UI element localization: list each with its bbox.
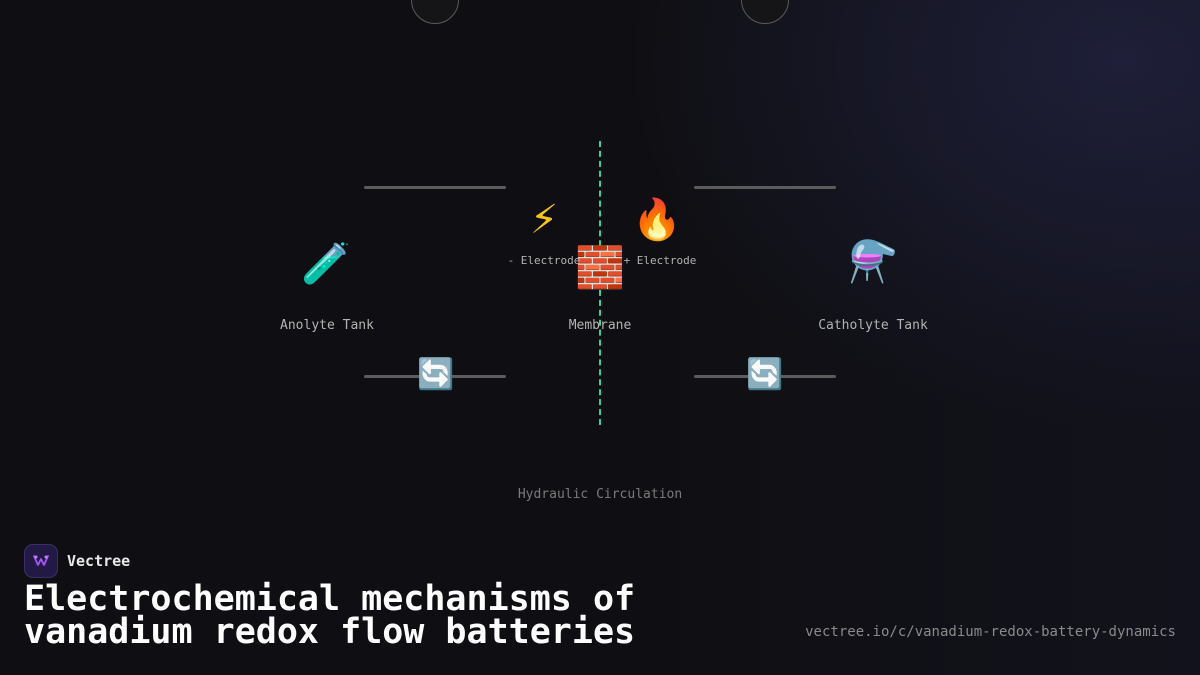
pipe-bottom-left: [364, 375, 506, 378]
cycle-arrows-icon: 🔄: [746, 357, 784, 392]
brand: Vectree: [24, 544, 130, 578]
pipe-top-left: [364, 186, 506, 189]
positive-electrode-label: + Electrode: [623, 254, 697, 267]
flask-icon: ⚗️: [848, 239, 898, 285]
top-left-terminal: [411, 0, 459, 24]
anolyte-tank-label: Anolyte Tank: [280, 318, 374, 333]
pipe-top-right: [694, 186, 836, 189]
brick-wall-icon: 🧱: [575, 245, 625, 291]
brand-name: Vectree: [67, 552, 131, 570]
diagram-caption: Hydraulic Circulation: [517, 487, 683, 502]
cycle-arrows-icon: 🔄: [417, 357, 455, 392]
source-url: vectree.io/c/vanadium-redox-battery-dyna…: [805, 624, 1176, 640]
negative-electrode-label: - Electrode: [507, 254, 581, 267]
vectree-logo-icon: [24, 544, 58, 578]
top-right-terminal: [741, 0, 789, 24]
page-title: Electrochemical mechanisms of vanadium r…: [24, 579, 636, 652]
membrane-dashed-line: [599, 141, 601, 425]
lightning-icon: ⚡: [529, 197, 559, 243]
test-tube-icon: 🧪: [301, 241, 351, 287]
catholyte-tank-label: Catholyte Tank: [818, 318, 928, 333]
pipe-bottom-right: [694, 375, 836, 378]
membrane-label: Membrane: [568, 318, 632, 333]
fire-icon: 🔥: [632, 197, 682, 243]
